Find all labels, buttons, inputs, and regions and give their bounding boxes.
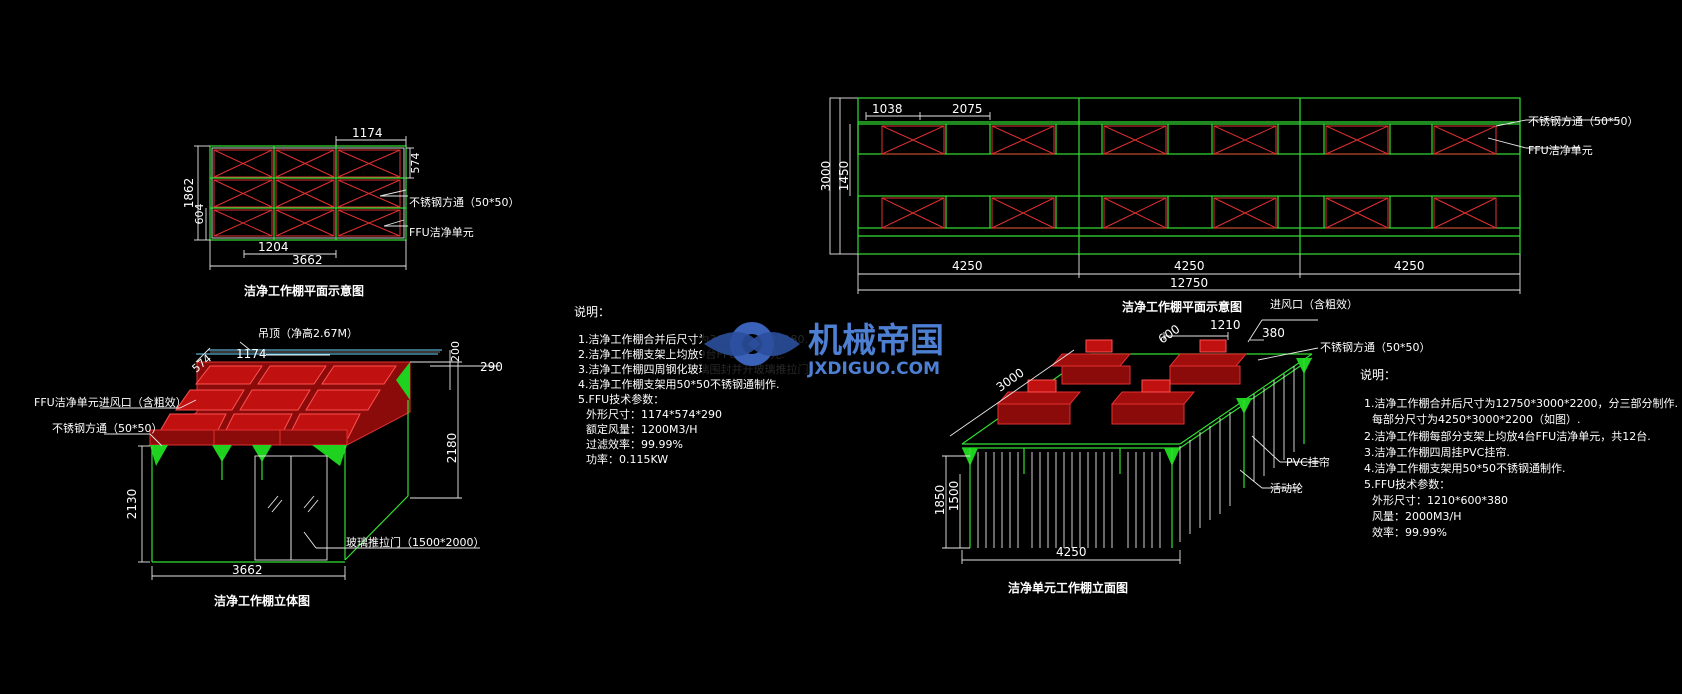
notes-right-line: 4.洁净工作棚支架用50*50不锈钢通制作. [1364, 461, 1566, 475]
dim-1210: 1210 [1210, 318, 1241, 332]
dim-1038: 1038 [872, 102, 903, 116]
dim-3662: 3662 [292, 253, 323, 267]
watermark: 机械帝国 JXDIGUO.COM [702, 320, 992, 379]
label-inlet: FFU洁净单元进风口（含粗效） [34, 395, 187, 409]
notes-right-line: 效率：99.99% [1372, 525, 1447, 539]
label-tube-br: 不锈钢方通（50*50） [1320, 340, 1431, 354]
label-ceiling: 吊顶（净高2.67M） [258, 326, 358, 340]
dim-380: 380 [1262, 326, 1285, 340]
label-door: 玻璃推拉门（1500*2000） [346, 535, 485, 549]
dim-4250-br: 4250 [1056, 545, 1087, 559]
title-bottom-right: 洁净单元工作棚立面图 [1008, 580, 1128, 595]
dim-1862: 1862 [182, 178, 196, 209]
bottom-left-isometric: 吊顶（净高2.67M） 1174 574 200 290 2180 2130 3… [34, 326, 503, 608]
dim-4250-a: 4250 [952, 259, 983, 273]
watermark-en: JXDIGUO.COM [807, 359, 940, 379]
dim-2130: 2130 [125, 489, 139, 520]
notes-right-line: 1.洁净工作棚合并后尺寸为12750*3000*2200，分三部分制作. [1364, 396, 1678, 410]
notes-right-line: 风量：2000M3/H [1372, 510, 1461, 523]
dim-3000: 3000 [819, 161, 833, 192]
dim-290: 290 [480, 360, 503, 374]
dim-1850: 1850 [933, 485, 947, 516]
top-left-plan: 1174 1862 604 574 1204 3662 不锈钢方通（50*50）… [182, 126, 520, 298]
top-right-plan: 1038 2075 3000 1450 4250 4250 4250 12750… [819, 97, 1639, 314]
dim-200: 200 [449, 341, 462, 362]
dim-3000-br: 3000 [994, 365, 1027, 394]
notes-left-line: 额定风量：1200M3/H [586, 422, 697, 436]
dim-3662-iso: 3662 [232, 563, 263, 577]
bottom-right-isometric: 进风口（含粗效） 1210 600 380 3000 不锈钢方通（50*50） … [933, 297, 1431, 595]
label-wheel: 活动轮 [1270, 481, 1303, 495]
notes-right: 说明： 1.洁净工作棚合并后尺寸为12750*3000*2200，分三部分制作.… [1360, 367, 1678, 539]
dim-12750: 12750 [1170, 276, 1208, 290]
notes-right-line: 3.洁净工作棚四周挂PVC挂帘. [1364, 445, 1510, 459]
dim-1204: 1204 [258, 240, 289, 254]
label-pvc: PVC挂帘 [1286, 455, 1330, 469]
title-bottom-left: 洁净工作棚立体图 [214, 593, 310, 608]
dim-2180: 2180 [445, 433, 459, 464]
title-top-left: 洁净工作棚平面示意图 [244, 283, 364, 298]
dim-1500: 1500 [947, 481, 961, 512]
dim-600: 600 [1156, 322, 1183, 347]
label-ffu-tr: FFU洁净单元 [1528, 143, 1593, 157]
notes-right-line: 外形尺寸：1210*600*380 [1372, 493, 1508, 507]
title-top-right: 洁净工作棚平面示意图 [1122, 299, 1242, 314]
notes-right-line: 5.FFU技术参数： [1364, 477, 1450, 491]
dim-4250-c: 4250 [1394, 259, 1425, 273]
dim-1174-iso: 1174 [236, 347, 267, 361]
ffu-boxes [996, 339, 1248, 425]
notes-right-heading: 说明： [1360, 367, 1396, 382]
notes-left-line: 4.洁净工作棚支架用50*50不锈钢通制作. [578, 377, 780, 391]
label-ffu: FFU洁净单元 [409, 225, 474, 239]
dim-604: 604 [193, 204, 206, 225]
watermark-cn: 机械帝国 [808, 321, 944, 361]
label-tube: 不锈钢方通（50*50） [409, 195, 520, 209]
label-tube-iso: 不锈钢方通（50*50） [52, 421, 163, 435]
label-inlet-br: 进风口（含粗效） [1270, 297, 1358, 311]
dim-574: 574 [409, 153, 422, 174]
notes-left-line: 功率：0.115KW [586, 452, 668, 466]
notes-left-heading: 说明： [574, 304, 610, 319]
pvc-curtain [977, 366, 1295, 548]
notes-right-line: 每部分尺寸为4250*3000*2200（如图）. [1372, 412, 1580, 426]
notes-left-line: 5.FFU技术参数： [578, 392, 664, 406]
ffu-row-top [857, 123, 1521, 229]
dim-1174: 1174 [352, 126, 383, 140]
notes-left-line: 过滤效率：99.99% [586, 437, 683, 451]
dim-1450: 1450 [837, 161, 851, 192]
notes-left-line: 外形尺寸：1174*574*290 [586, 407, 722, 421]
notes-right-line: 2.洁净工作棚每部分支架上均放4台FFU洁净单元，共12台. [1364, 429, 1651, 443]
label-tube-tr: 不锈钢方通（50*50） [1528, 114, 1639, 128]
dim-2075: 2075 [952, 102, 983, 116]
dim-4250-b: 4250 [1174, 259, 1205, 273]
